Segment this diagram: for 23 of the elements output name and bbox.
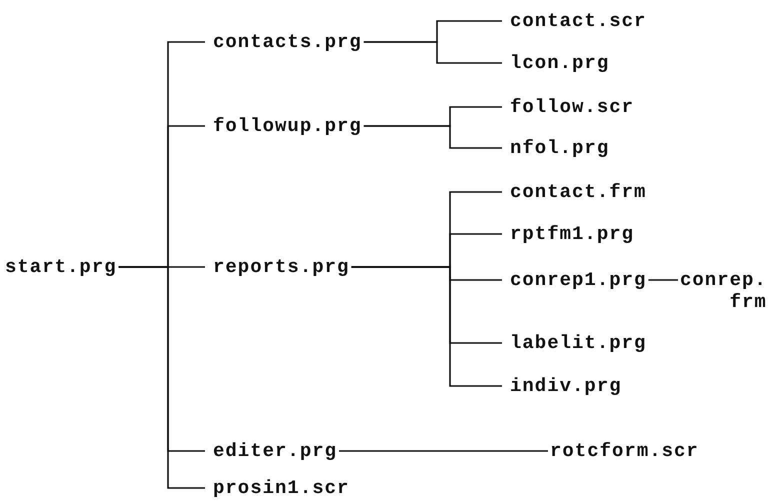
- file-name: editer.prg: [213, 440, 338, 462]
- file-name: rotcform.scr: [550, 440, 699, 462]
- file-name: follow.scr: [510, 96, 634, 118]
- file-name: reports.prg: [213, 256, 350, 278]
- file-name: contact.scr: [510, 10, 646, 32]
- file-name: prosin1.scr: [213, 477, 350, 499]
- file-name: conrep. frm: [680, 269, 767, 313]
- file-name: conrep1.prg: [510, 269, 646, 291]
- tree-connector: [364, 41, 502, 64]
- file-name: lcon.prg: [510, 52, 610, 74]
- tree-connector: [364, 125, 502, 149]
- file-name: labelit.prg: [510, 332, 646, 354]
- tree-connector: [351, 266, 502, 387]
- file-name: contact.frm: [510, 181, 646, 203]
- tree-connector: [648, 279, 678, 281]
- file-name: followup.prg: [213, 115, 362, 137]
- tree-connector: [118, 266, 205, 489]
- file-name: indiv.prg: [510, 375, 622, 397]
- tree-connector: [339, 450, 548, 452]
- file-name: nfol.prg: [510, 137, 610, 159]
- file-name: contacts.prg: [213, 31, 362, 53]
- file-name: rptfm1.prg: [510, 223, 634, 245]
- file-name: start.prg: [5, 256, 117, 278]
